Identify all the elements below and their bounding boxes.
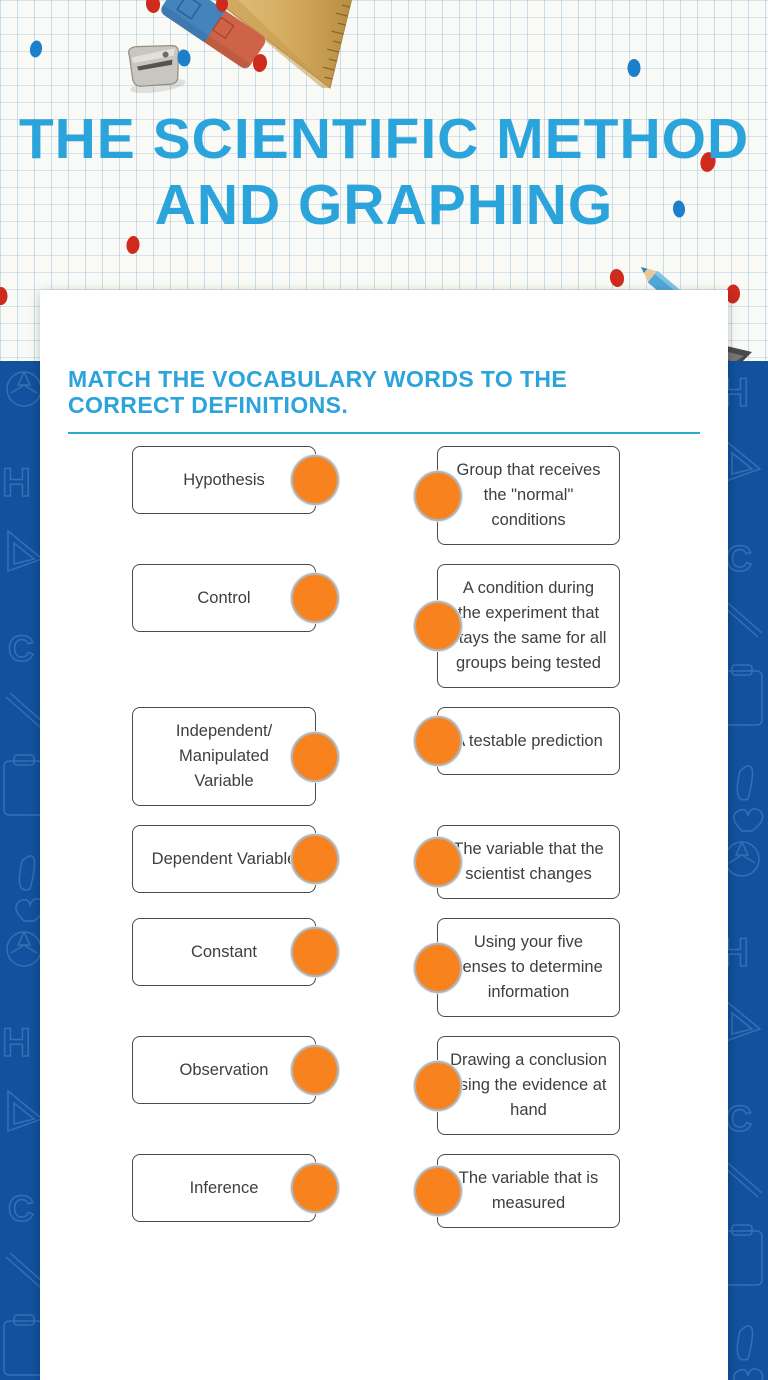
connector-dot[interactable]: [414, 601, 462, 651]
doodle-pattern-left: H C: [1, 370, 46, 1380]
term-label: Control: [197, 588, 251, 607]
definition-label: Drawing a conclusion using the evidence …: [450, 1051, 607, 1119]
page-title-line2: AND GRAPHING: [154, 173, 614, 237]
eraser-icon: [160, 0, 266, 70]
page-title: THE SCIENTIFIC METHOD AND GRAPHING: [0, 106, 768, 238]
svg-text:C: C: [8, 628, 34, 669]
definition-label: The variable that the scientist changes: [453, 840, 604, 883]
match-row: Control A condition during the experimen…: [132, 564, 728, 688]
term-box: Hypothesis: [132, 446, 339, 514]
definition-box: Using your five senses to determine info…: [414, 918, 620, 1017]
match-row: Inference The variable that is measured: [132, 1154, 728, 1228]
connector-dot[interactable]: [291, 455, 339, 505]
connector-dot[interactable]: [414, 1060, 462, 1111]
connector-dot[interactable]: [414, 716, 462, 766]
pencil-sharpener-icon: [128, 44, 186, 94]
term-label: Dependent Variable: [151, 849, 297, 868]
connector-dot[interactable]: [414, 470, 462, 521]
term-label: Constant: [190, 942, 258, 961]
definition-label: Group that receives the "normal" conditi…: [456, 461, 601, 529]
definition-box: Drawing a conclusion using the evidence …: [414, 1036, 620, 1135]
term-box: Dependent Variable: [132, 825, 339, 893]
page-title-line1: THE SCIENTIFIC METHOD: [18, 107, 750, 171]
term-box: Control: [132, 564, 339, 632]
definition-label: Using your five senses to determine info…: [454, 933, 603, 1001]
term-box: Observation: [132, 1036, 339, 1104]
match-row: Observation Drawing a conclusion using t…: [132, 1036, 728, 1135]
connector-dot[interactable]: [414, 837, 462, 887]
connector-dot[interactable]: [291, 573, 339, 623]
definition-box: Group that receives the "normal" conditi…: [414, 446, 620, 545]
ruler-icon: [214, 0, 353, 89]
term-box: Independent/ Manipulated Variable: [132, 707, 339, 806]
svg-text:H: H: [2, 461, 31, 505]
connector-dot[interactable]: [291, 927, 339, 977]
definition-label: A condition during the experiment that s…: [450, 579, 607, 672]
term-label: Hypothesis: [183, 470, 265, 489]
matching-exercise: Hypothesis Group that receives the "norm…: [40, 446, 728, 1228]
match-row: Independent/ Manipulated Variable A test…: [132, 707, 728, 806]
term-box: Constant: [132, 918, 339, 986]
definition-label: A testable prediction: [454, 731, 603, 750]
term-label: Inference: [189, 1178, 259, 1197]
match-row: Hypothesis Group that receives the "norm…: [132, 446, 728, 545]
term-label: Observation: [179, 1060, 269, 1079]
term-label: Independent/ Manipulated Variable: [175, 722, 273, 790]
definition-box: The variable that the scientist changes: [414, 825, 620, 899]
match-row: Dependent Variable The variable that the…: [132, 825, 728, 899]
connector-dot[interactable]: [291, 1045, 339, 1095]
connector-dot[interactable]: [414, 942, 462, 993]
confetti-dots: [0, 0, 741, 305]
header-decorations: [0, 0, 752, 361]
header-banner: THE SCIENTIFIC METHOD AND GRAPHING: [0, 0, 768, 361]
instruction-text: MATCH THE VOCABULARY WORDS TO THE CORREC…: [68, 366, 568, 418]
connector-dot[interactable]: [291, 834, 339, 884]
connector-dot[interactable]: [414, 1166, 462, 1216]
definition-box: The variable that is measured: [414, 1154, 620, 1228]
term-box: Inference: [132, 1154, 339, 1222]
definition-label: The variable that is measured: [458, 1169, 599, 1212]
definition-box: A condition during the experiment that s…: [414, 564, 620, 688]
connector-dot[interactable]: [291, 1163, 339, 1213]
connector-dot[interactable]: [291, 731, 339, 782]
worksheet-card: MATCH THE VOCABULARY WORDS TO THE CORREC…: [40, 290, 728, 1380]
definition-box: A testable prediction: [414, 707, 620, 775]
section-divider: [68, 432, 700, 434]
match-row: Constant Using your five senses to deter…: [132, 918, 728, 1017]
